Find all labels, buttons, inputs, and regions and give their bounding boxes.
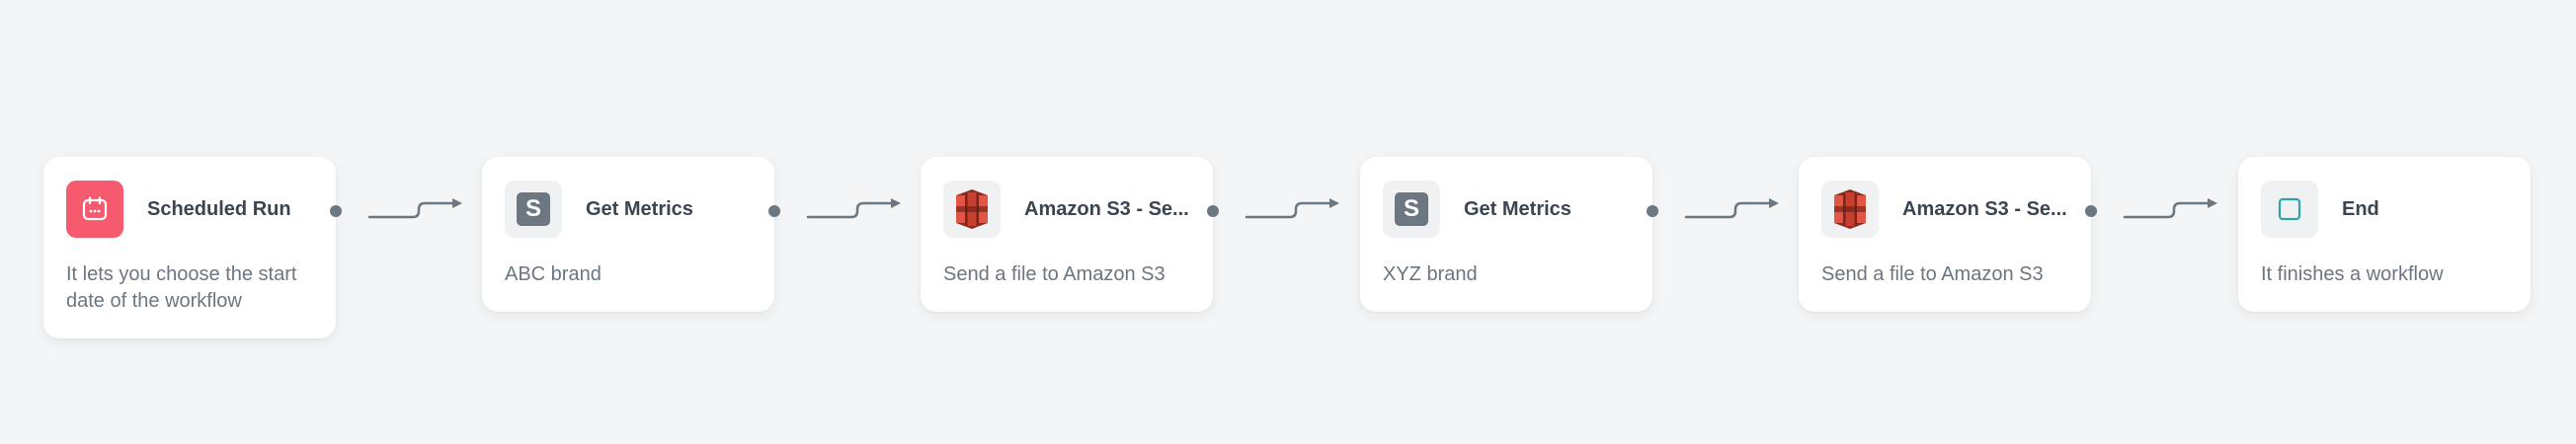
node-description: XYZ brand xyxy=(1383,263,1478,285)
node-title: Scheduled Run xyxy=(147,197,291,220)
connector-arrow xyxy=(806,198,901,219)
workflow-node-scheduled-run[interactable]: Scheduled Run It lets you choose the sta… xyxy=(43,157,342,338)
s-badge-icon: S xyxy=(505,181,562,238)
output-port[interactable] xyxy=(330,205,342,217)
amazon-s3-icon xyxy=(1821,181,1879,238)
output-port[interactable] xyxy=(1647,205,1658,217)
workflow-node-amazon-s3-2[interactable]: Amazon S3 - Se... Send a file to Amazon … xyxy=(1799,157,2097,312)
node-description: Send a file to Amazon S3 xyxy=(943,263,1166,285)
node-header: Amazon S3 - Se... xyxy=(1821,181,2069,238)
node-header: Scheduled Run xyxy=(66,181,314,238)
connector-arrow xyxy=(1684,198,1779,219)
output-port[interactable] xyxy=(768,205,780,217)
workflow-node-get-metrics-abc[interactable]: S Get Metrics ABC brand xyxy=(482,157,780,312)
node-title: End xyxy=(2342,197,2379,220)
output-port[interactable] xyxy=(2085,205,2097,217)
s-badge-icon: S xyxy=(1383,181,1440,238)
connector-arrow xyxy=(367,198,462,219)
workflow-node-end[interactable]: End It finishes a workflow xyxy=(2238,157,2531,312)
node-header: Amazon S3 - Se... xyxy=(943,181,1191,238)
node-description: Send a file to Amazon S3 xyxy=(1821,263,2044,285)
node-description: It finishes a workflow xyxy=(2261,263,2444,285)
node-title: Amazon S3 - Se... xyxy=(1902,197,2067,220)
connector-arrow xyxy=(2123,198,2217,219)
end-square-icon xyxy=(2261,181,2318,238)
node-header: S Get Metrics xyxy=(505,181,753,238)
workflow-node-get-metrics-xyz[interactable]: S Get Metrics XYZ brand xyxy=(1360,157,1658,312)
calendar-icon xyxy=(66,181,123,238)
amazon-s3-icon xyxy=(943,181,1001,238)
workflow-node-amazon-s3-1[interactable]: Amazon S3 - Se... Send a file to Amazon … xyxy=(921,157,1219,312)
node-title: Get Metrics xyxy=(586,197,693,220)
node-description: ABC brand xyxy=(505,263,602,285)
output-port[interactable] xyxy=(1207,205,1219,217)
node-header: End xyxy=(2261,181,2509,238)
node-header: S Get Metrics xyxy=(1383,181,1631,238)
node-title: Get Metrics xyxy=(1464,197,1571,220)
node-description: It lets you choose the start date of the… xyxy=(66,263,297,312)
s-badge-glyph: S xyxy=(1395,192,1428,226)
node-title: Amazon S3 - Se... xyxy=(1024,197,1189,220)
connector-arrow xyxy=(1245,198,1339,219)
s-badge-glyph: S xyxy=(517,192,550,226)
